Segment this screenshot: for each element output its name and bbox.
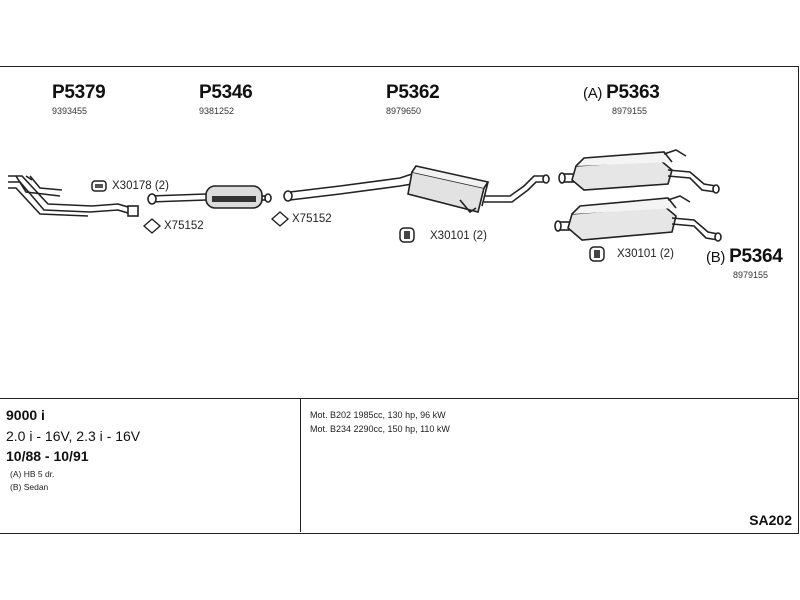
variant-prefix-b: (B) bbox=[706, 249, 726, 266]
fitting-label-x30178: X30178 (2) bbox=[112, 180, 169, 192]
part-number-p5362: P5362 bbox=[386, 82, 440, 103]
oe-number-p5363: 8979155 bbox=[612, 106, 648, 116]
diagram-frame bbox=[0, 66, 799, 534]
rear-silencer-b-drawing bbox=[554, 195, 722, 242]
part-number-p5363-text: P5363 bbox=[606, 82, 660, 103]
vehicle-model: 9000 i bbox=[6, 407, 45, 423]
vehicle-engines: 2.0 i - 16V, 2.3 i - 16V bbox=[6, 428, 141, 444]
info-column-divider bbox=[300, 398, 301, 532]
gasket-x75152-a-icon bbox=[142, 218, 162, 234]
fitting-label-x75152-a: X75152 bbox=[164, 220, 204, 232]
variant-prefix-a: (A) bbox=[583, 85, 603, 102]
part-number-p5364: (B)P5364 bbox=[706, 246, 783, 268]
motor-spec-b234: Mot. B234 2290cc, 150 hp, 110 kW bbox=[310, 424, 450, 434]
fitting-label-x75152-b: X75152 bbox=[292, 213, 332, 225]
front-silencer-drawing bbox=[147, 185, 272, 209]
part-number-p5379: P5379 bbox=[52, 82, 106, 103]
vehicle-years: 10/88 - 10/91 bbox=[6, 448, 89, 464]
oe-number-p5364: 8979155 bbox=[733, 270, 769, 280]
motor-spec-b202: Mot. B202 1985cc, 130 hp, 96 kW bbox=[310, 410, 446, 420]
diagram-code: SA202 bbox=[749, 512, 792, 528]
fitting-label-x30101-a: X30101 (2) bbox=[430, 230, 487, 242]
center-silencer-drawing bbox=[283, 165, 550, 214]
hanger-x30101-b-icon bbox=[589, 246, 605, 262]
variant-note-a: (A) HB 5 dr. bbox=[10, 469, 55, 479]
hanger-x30101-a-icon bbox=[399, 227, 415, 243]
variant-note-b: (B) Sedan bbox=[10, 482, 49, 492]
part-number-p5364-text: P5364 bbox=[729, 246, 783, 267]
fitting-label-x30101-b: X30101 (2) bbox=[617, 248, 674, 260]
rear-silencer-a-drawing bbox=[558, 149, 720, 194]
oe-number-p5362: 8979650 bbox=[386, 106, 422, 116]
part-number-p5363: (A)P5363 bbox=[583, 82, 660, 104]
clamp-x30178-icon bbox=[91, 180, 107, 192]
oe-number-p5379: 9393455 bbox=[52, 106, 88, 116]
oe-number-p5346: 9381252 bbox=[199, 106, 235, 116]
front-pipe-drawing bbox=[8, 175, 139, 217]
info-divider bbox=[0, 398, 798, 399]
gasket-x75152-b-icon bbox=[270, 211, 290, 227]
part-number-p5346: P5346 bbox=[199, 82, 253, 103]
